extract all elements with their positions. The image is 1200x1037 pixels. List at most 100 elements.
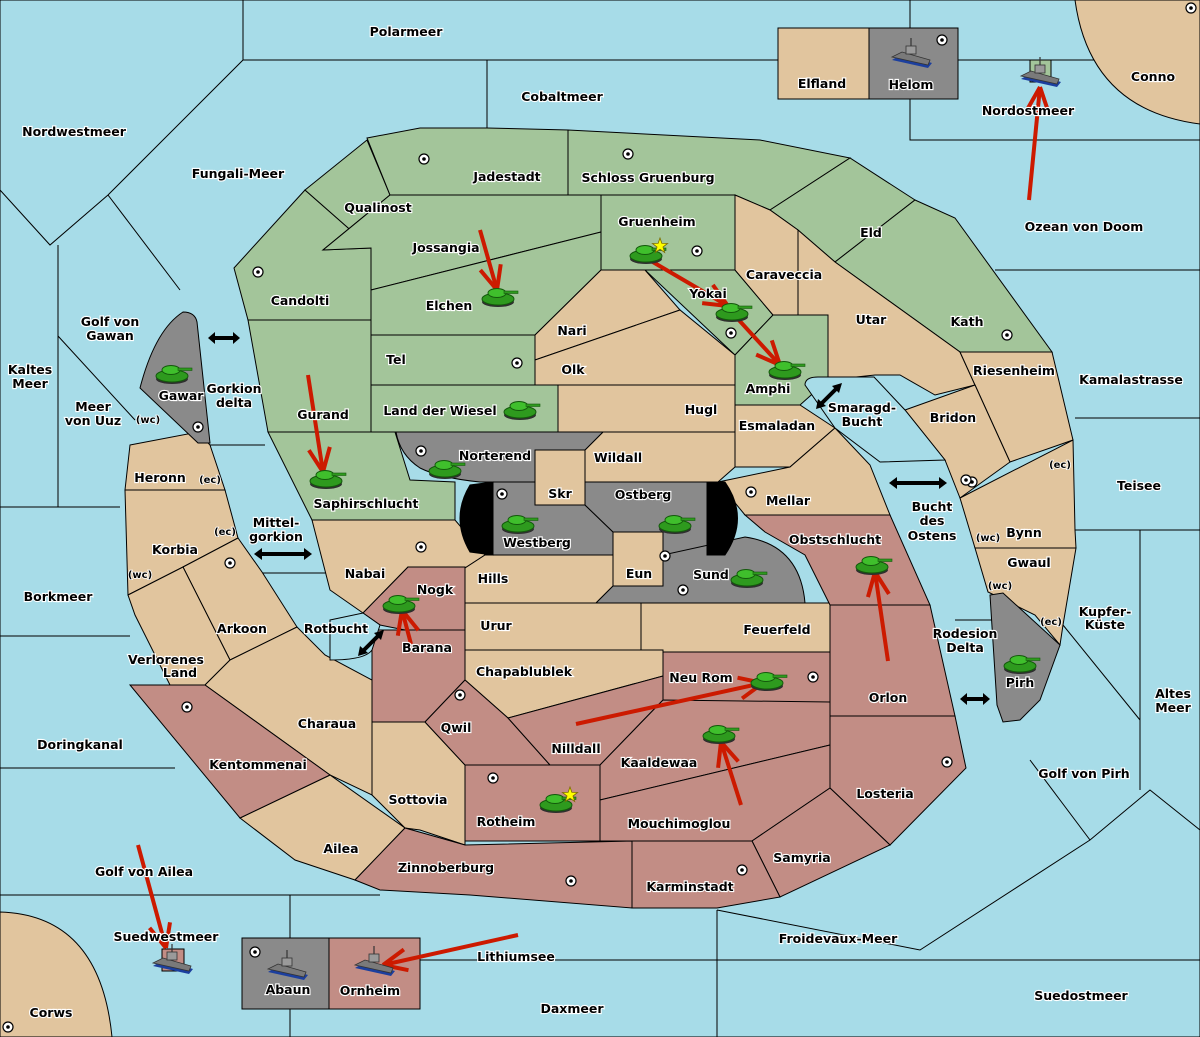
territory-label-land-der-wiesel: Land der Wiesel [383, 403, 496, 418]
territory-nari[interactable] [534, 269, 681, 361]
army-unit-ostberg[interactable] [658, 515, 696, 535]
territory-label-norterend: Norterend [459, 448, 531, 463]
territory-label-obstschlucht: Obstschlucht [789, 532, 881, 547]
supply-center-icon [2, 1021, 14, 1033]
territory-label-kentommenai: Kentommenai [209, 757, 307, 772]
territory-label-pirh: Pirh [1006, 675, 1035, 690]
labels: PolarmeerCobaltmeerNordwestmeerFungali-M… [7, 23, 1193, 1021]
army-unit-norterend[interactable] [428, 460, 466, 480]
territory-utar[interactable] [797, 228, 976, 396]
territory-label-heronn: Heronn [134, 470, 186, 485]
army-unit-pirh[interactable] [1003, 655, 1041, 675]
sea-label-lithiumsee: Lithiumsee [477, 949, 555, 964]
move-order-arrow [478, 229, 503, 292]
territory-label-riesenheim: Riesenheim [973, 363, 1055, 378]
sea-label-smaragd-: Smaragd- [828, 400, 896, 415]
sea-label-froidevaux-meer: Froidevaux-Meer [779, 931, 898, 946]
sea-label-des: des [920, 513, 945, 528]
sea-label-meer: Meer [1155, 700, 1191, 715]
territory-label-zinnoberburg: Zinnoberburg [398, 860, 494, 875]
territory-losteria[interactable] [829, 715, 967, 846]
army-unit-yokai[interactable] [715, 303, 753, 323]
territory-label-chapablublek: Chapablublek [476, 664, 573, 679]
territory-label-bridon: Bridon [930, 410, 976, 425]
supply-center-icon [511, 357, 523, 369]
supply-center-icon [960, 474, 972, 486]
sea-label-suedwestmeer: Suedwestmeer [114, 929, 220, 944]
territory-label-verlorenes: Verlorenes [128, 652, 204, 667]
territory-label-nari: Nari [557, 323, 586, 338]
sea-label-doringkanal: Doringkanal [37, 737, 123, 752]
fleet-unit-nordostmeer[interactable] [1019, 57, 1061, 87]
territory-label-saphirschlucht: Saphirschlucht [314, 496, 419, 511]
army-unit-kaaldewaa[interactable] [702, 725, 740, 745]
territory-label-gruenheim: Gruenheim [618, 214, 695, 229]
army-unit-land-der-wiesel[interactable] [503, 401, 541, 421]
territory-charaua[interactable] [204, 626, 373, 796]
territory-riesenheim[interactable] [959, 351, 1074, 463]
territory-rotheim[interactable] [464, 764, 601, 842]
army-unit-nogk[interactable] [382, 595, 420, 615]
supply-center-icon [936, 34, 948, 46]
coast-label--wc-: (wc) [988, 581, 1012, 592]
army-unit-gawar[interactable] [155, 365, 193, 385]
sea-label-nordwestmeer: Nordwestmeer [22, 124, 127, 139]
territory-gruenheim[interactable] [600, 194, 736, 271]
territory-label-gwaul: Gwaul [1007, 555, 1050, 570]
territory-label-hills: Hills [478, 571, 509, 586]
star-icon [561, 785, 579, 803]
supply-center-icon [1185, 2, 1197, 14]
fleet-unit-ornheim[interactable] [353, 946, 395, 976]
fleet-unit-suedwestmeer[interactable] [151, 944, 193, 974]
territory-conno[interactable] [1074, 0, 1200, 125]
fleet-unit-abaun[interactable] [266, 950, 308, 980]
territory-label-candolti: Candolti [271, 293, 330, 308]
sea-label-meer: Meer [12, 376, 48, 391]
army-unit-sund[interactable] [730, 569, 768, 589]
army-unit-saphirschlucht[interactable] [309, 470, 347, 490]
supply-center-icon [807, 671, 819, 683]
territory-label-korbia: Korbia [152, 542, 198, 557]
territory-kentommenai[interactable] [128, 684, 331, 819]
army-unit-neu-rom[interactable] [750, 672, 788, 692]
territory-west-cap[interactable] [459, 481, 494, 556]
sea-label-conno: Conno [1131, 69, 1176, 84]
sea-label-fungali-meer: Fungali-Meer [192, 166, 285, 181]
territory-label-sund: Sund [693, 567, 729, 582]
territory-bynn[interactable] [959, 439, 1077, 549]
territory-label-losteria: Losteria [856, 786, 913, 801]
orders [136, 86, 1051, 973]
territory-jadestadt[interactable] [366, 127, 569, 196]
sea-label-golf-von-pirh: Golf von Pirh [1038, 766, 1129, 781]
territory-label-hugl: Hugl [685, 402, 718, 417]
territory-east-cap[interactable] [706, 481, 738, 556]
sea-label-rodesion: Rodesion [933, 626, 998, 641]
territory-zinnoberburg[interactable] [354, 827, 633, 909]
territory-label-qualinost: Qualinost [344, 200, 411, 215]
army-unit-amphi[interactable] [768, 361, 806, 381]
sea-smaragd-bucht[interactable] [804, 376, 947, 463]
army-unit-westberg[interactable] [501, 515, 539, 535]
territory-elfland[interactable] [777, 27, 870, 100]
army-unit-gruenheim[interactable] [629, 236, 669, 264]
army-unit-elchen[interactable] [481, 288, 519, 308]
territory-label-ornheim: Ornheim [340, 983, 400, 998]
army-unit-rotheim[interactable] [539, 785, 579, 813]
territory-label-feuerfeld: Feuerfeld [743, 622, 810, 637]
move-order-arrow [1025, 86, 1051, 201]
territory-label-mellar: Mellar [766, 493, 811, 508]
move-order-arrow [866, 570, 891, 662]
sea-label-kamalastrasse: Kamalastrasse [1079, 372, 1183, 387]
sea-label-delta: Delta [946, 640, 984, 655]
supply-center-icon [941, 756, 953, 768]
territory-heronn[interactable] [124, 431, 226, 491]
sea-label-meer: Meer [75, 399, 111, 414]
territory-corws[interactable] [0, 911, 113, 1037]
sea-label-mittel-: Mittel- [253, 515, 300, 530]
territory-label-yokai: Yokai [688, 286, 727, 301]
territory-label-schloss-gruenburg: Schloss Gruenburg [581, 170, 714, 185]
supply-center-icon [418, 153, 430, 165]
sea-label-corws: Corws [30, 1005, 73, 1020]
fleet-unit-helom[interactable] [890, 38, 932, 68]
army-unit-obstschlucht[interactable] [855, 556, 893, 576]
